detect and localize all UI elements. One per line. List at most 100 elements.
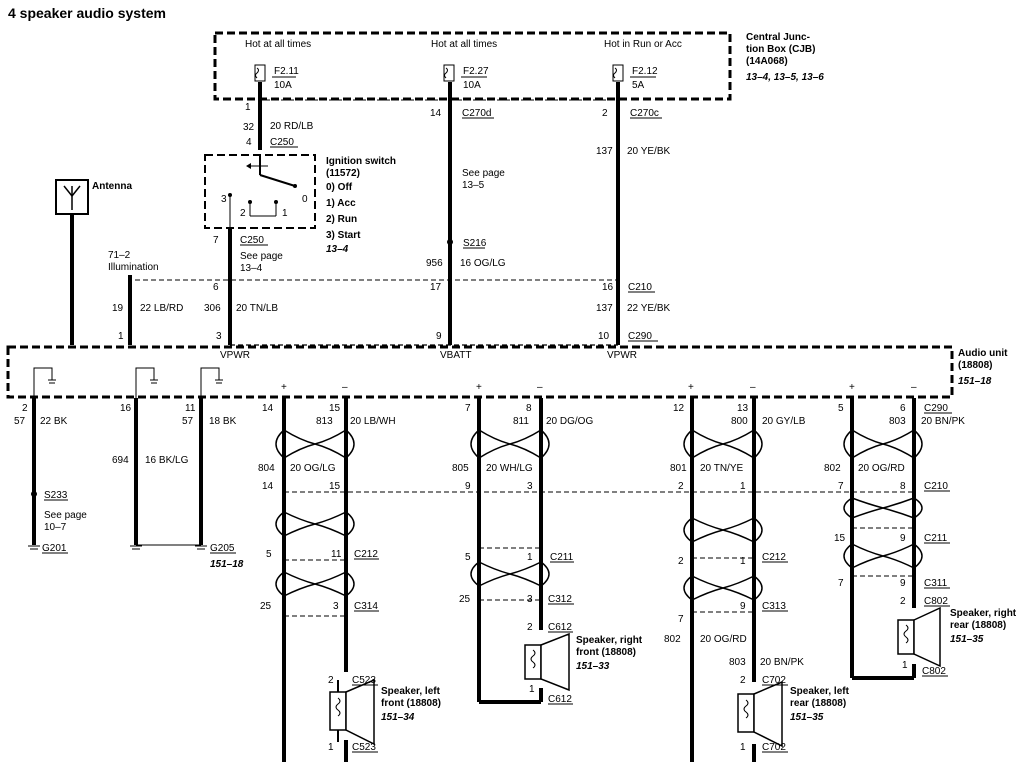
- svg-text:7: 7: [838, 578, 844, 589]
- svg-text:1: 1: [118, 331, 124, 342]
- svg-text:9: 9: [436, 331, 442, 342]
- svg-text:S233: S233: [44, 490, 68, 501]
- svg-text:3: 3: [527, 594, 533, 605]
- svg-text:F2.12: F2.12: [632, 66, 658, 77]
- svg-text:2: 2: [22, 403, 28, 414]
- svg-text:1: 1: [902, 660, 908, 671]
- cjb-hot3: Hot in Run or Acc: [604, 39, 682, 50]
- svg-text:20 OG/RD: 20 OG/RD: [700, 634, 747, 645]
- svg-text:2: 2: [602, 108, 608, 119]
- svg-text:C612: C612: [548, 622, 572, 633]
- svg-text:151–35: 151–35: [950, 634, 984, 645]
- svg-text:805: 805: [452, 463, 469, 474]
- svg-text:802: 802: [824, 463, 841, 474]
- svg-text:C311: C311: [924, 578, 948, 589]
- svg-text:14: 14: [262, 403, 274, 414]
- fuse-f211: F2.11 10A: [254, 64, 299, 91]
- svg-text:C270d: C270d: [462, 108, 491, 119]
- svg-text:–: –: [911, 382, 917, 393]
- svg-text:Audio unit(18808): Audio unit(18808): [958, 348, 1008, 371]
- svg-text:C211: C211: [550, 552, 574, 563]
- fuse-f227: F2.27 10A: [443, 64, 489, 91]
- svg-text:20 GY/LB: 20 GY/LB: [762, 416, 806, 427]
- svg-text:16 OG/LG: 16 OG/LG: [460, 258, 506, 269]
- svg-text:Ignition switch(11572): Ignition switch(11572): [326, 156, 396, 179]
- svg-text:3: 3: [216, 331, 222, 342]
- audio-unit-label: Audio unit(18808) 151–18: [958, 348, 1008, 387]
- svg-text:1: 1: [740, 481, 746, 492]
- svg-text:G201: G201: [42, 543, 67, 554]
- svg-text:C290: C290: [924, 403, 948, 414]
- svg-text:7: 7: [838, 481, 844, 492]
- svg-text:22 BK: 22 BK: [40, 416, 68, 427]
- svg-text:15: 15: [329, 403, 341, 414]
- svg-text:1: 1: [245, 102, 251, 113]
- svg-text:VPWR: VPWR: [220, 350, 250, 361]
- svg-text:C802: C802: [922, 666, 946, 677]
- internal-ground-2: [135, 367, 158, 398]
- splice-s216: [447, 239, 453, 245]
- svg-text:20 BN/PK: 20 BN/PK: [921, 416, 965, 427]
- svg-text:2: 2: [328, 675, 334, 686]
- svg-text:1: 1: [529, 684, 535, 695]
- svg-text:C212: C212: [762, 552, 786, 563]
- svg-text:3) Start: 3) Start: [326, 230, 361, 241]
- svg-text:2: 2: [527, 622, 533, 633]
- svg-text:811: 811: [513, 416, 529, 427]
- svg-text:–: –: [750, 382, 756, 393]
- svg-text:13–4: 13–4: [326, 244, 349, 255]
- svg-text:1: 1: [328, 742, 334, 753]
- svg-text:2) Run: 2) Run: [326, 214, 357, 225]
- svg-text:151–35: 151–35: [790, 712, 824, 723]
- svg-text:2: 2: [740, 675, 746, 686]
- svg-text:137: 137: [596, 146, 613, 157]
- svg-text:VPWR: VPWR: [607, 350, 637, 361]
- svg-text:–: –: [342, 382, 348, 393]
- svg-text:C312: C312: [548, 594, 572, 605]
- svg-text:C313: C313: [762, 601, 786, 612]
- svg-text:9: 9: [900, 533, 906, 544]
- svg-text:20 TN/LB: 20 TN/LB: [236, 303, 278, 314]
- svg-text:14: 14: [430, 108, 442, 119]
- svg-text:8: 8: [900, 481, 906, 492]
- svg-text:19: 19: [112, 303, 124, 314]
- svg-text:1: 1: [740, 556, 746, 567]
- svg-text:C250: C250: [240, 235, 264, 246]
- svg-text:137: 137: [596, 303, 613, 314]
- svg-text:+: +: [849, 382, 855, 393]
- svg-text:+: +: [476, 382, 482, 393]
- svg-text:0: 0: [302, 194, 308, 205]
- svg-text:5: 5: [838, 403, 844, 414]
- svg-text:–: –: [537, 382, 543, 393]
- audio-unit-box: [6, 345, 954, 399]
- cjb-title: Central Junc-tion Box (CJB)(14A068) 13–4…: [746, 32, 824, 83]
- svg-text:6: 6: [900, 403, 906, 414]
- svg-text:3: 3: [527, 481, 533, 492]
- svg-text:5: 5: [266, 549, 272, 560]
- svg-text:57: 57: [182, 416, 194, 427]
- svg-text:25: 25: [459, 594, 471, 605]
- svg-text:F2.27: F2.27: [463, 66, 489, 77]
- svg-text:F2.11: F2.11: [274, 66, 299, 77]
- left-rear-speaker-circuit: [683, 398, 783, 762]
- svg-text:10A: 10A: [463, 80, 481, 91]
- svg-text:813: 813: [316, 416, 333, 427]
- cjb-pages: 13–4, 13–5, 13–6: [746, 72, 824, 83]
- svg-text:18 BK: 18 BK: [209, 416, 237, 427]
- svg-text:2: 2: [678, 481, 684, 492]
- svg-text:1) Acc: 1) Acc: [326, 198, 356, 209]
- svg-text:1: 1: [282, 208, 288, 219]
- svg-text:20 RD/LB: 20 RD/LB: [270, 121, 314, 132]
- svg-text:0) Off: 0) Off: [326, 182, 353, 193]
- svg-text:1: 1: [740, 742, 746, 753]
- svg-text:C523: C523: [352, 742, 376, 753]
